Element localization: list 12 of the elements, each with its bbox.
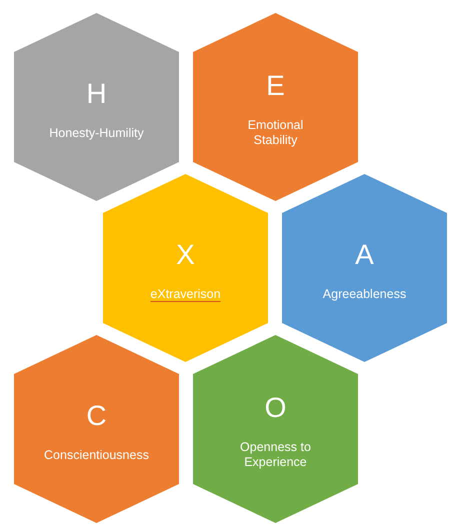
trait-label: Openness to Experience [239,440,312,470]
trait-letter: X [176,238,195,270]
trait-letter: C [86,400,107,430]
trait-letter: E [266,70,285,101]
trait-label: Honesty-Humility [49,126,144,140]
trait-letter: A [355,238,374,270]
trait-label: Agreeableness [322,286,406,302]
trait-label: Conscientiousness [44,448,149,462]
trait-label: Emotional Stability [246,118,304,148]
trait-letter: H [86,78,107,108]
trait-letter: O [264,392,286,423]
trait-label: eXtraverison [150,286,221,302]
